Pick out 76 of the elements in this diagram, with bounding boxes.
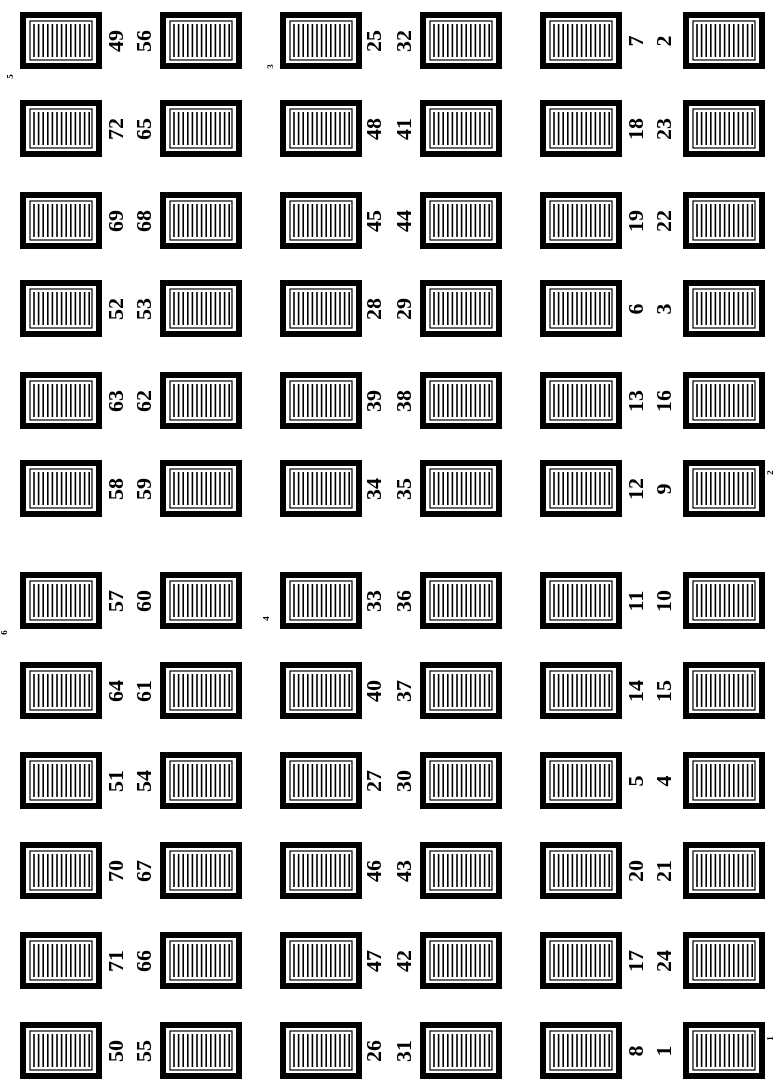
- page-number: 72: [105, 117, 127, 140]
- page-number: 54: [133, 769, 155, 792]
- page-number: 27: [363, 769, 385, 792]
- signature-mark: 5: [5, 74, 15, 79]
- page-number: 9: [653, 483, 675, 494]
- page-number: 60: [133, 589, 155, 612]
- page-number: 8: [625, 1045, 647, 1056]
- page-number: 49: [105, 29, 127, 52]
- page-number: 70: [105, 859, 127, 882]
- page-number: 12: [625, 477, 647, 500]
- page-number: 21: [653, 859, 675, 882]
- page-number: 17: [625, 949, 647, 972]
- page-number: 39: [363, 389, 385, 412]
- page-number: 32: [393, 29, 415, 52]
- page-number: 62: [133, 389, 155, 412]
- page-number: 10: [653, 589, 675, 612]
- page-number: 66: [133, 949, 155, 972]
- page-number: 52: [105, 297, 127, 320]
- page-number: 67: [133, 859, 155, 882]
- page-number: 29: [393, 297, 415, 320]
- page-number: 45: [363, 209, 385, 232]
- page-number: 22: [653, 209, 675, 232]
- page-number: 31: [393, 1039, 415, 1062]
- page-number: 44: [393, 209, 415, 232]
- page-number: 55: [133, 1039, 155, 1062]
- page-number: 11: [625, 590, 647, 611]
- page-number: 68: [133, 209, 155, 232]
- signature-mark: 3: [265, 64, 275, 69]
- page-number: 64: [105, 679, 127, 702]
- page-number: 65: [133, 117, 155, 140]
- page-number: 1: [653, 1045, 675, 1056]
- page-number: 47: [363, 949, 385, 972]
- page-number: 5: [625, 775, 647, 786]
- page-number: 14: [625, 679, 647, 702]
- page-number: 41: [393, 117, 415, 140]
- page-number: 35: [393, 477, 415, 500]
- page-number: 19: [625, 209, 647, 232]
- page-number: 61: [133, 679, 155, 702]
- page-number: 57: [105, 589, 127, 612]
- page-number: 42: [393, 949, 415, 972]
- page-number: 18: [625, 117, 647, 140]
- page-number: 56: [133, 29, 155, 52]
- page-number: 33: [363, 589, 385, 612]
- page-number: 46: [363, 859, 385, 882]
- page-number: 58: [105, 477, 127, 500]
- page-number: 63: [105, 389, 127, 412]
- page-number: 53: [133, 297, 155, 320]
- page-number: 4: [653, 775, 675, 786]
- page-number: 48: [363, 117, 385, 140]
- page-number: 30: [393, 769, 415, 792]
- page-number: 2: [653, 35, 675, 46]
- signature-mark: 4: [261, 616, 271, 621]
- page-number: 38: [393, 389, 415, 412]
- page-number: 43: [393, 859, 415, 882]
- page-number: 34: [363, 477, 385, 500]
- page-number: 13: [625, 389, 647, 412]
- page-number: 6: [625, 303, 647, 314]
- page-number: 59: [133, 477, 155, 500]
- page-number: 26: [363, 1039, 385, 1062]
- page-number: 69: [105, 209, 127, 232]
- page-number: 15: [653, 679, 675, 702]
- page-number: 40: [363, 679, 385, 702]
- page-number: 7: [625, 35, 647, 46]
- page-number: 3: [653, 303, 675, 314]
- page-number: 50: [105, 1039, 127, 1062]
- page-number: 51: [105, 769, 127, 792]
- signature-mark: 6: [0, 630, 9, 635]
- page-number: 20: [625, 859, 647, 882]
- page-number: 36: [393, 589, 415, 612]
- page-number: 24: [653, 949, 675, 972]
- page-number: 16: [653, 389, 675, 412]
- page-number: 25: [363, 29, 385, 52]
- page-number: 28: [363, 297, 385, 320]
- page-number: 23: [653, 117, 675, 140]
- page-number: 71: [105, 949, 127, 972]
- page-number: 37: [393, 679, 415, 702]
